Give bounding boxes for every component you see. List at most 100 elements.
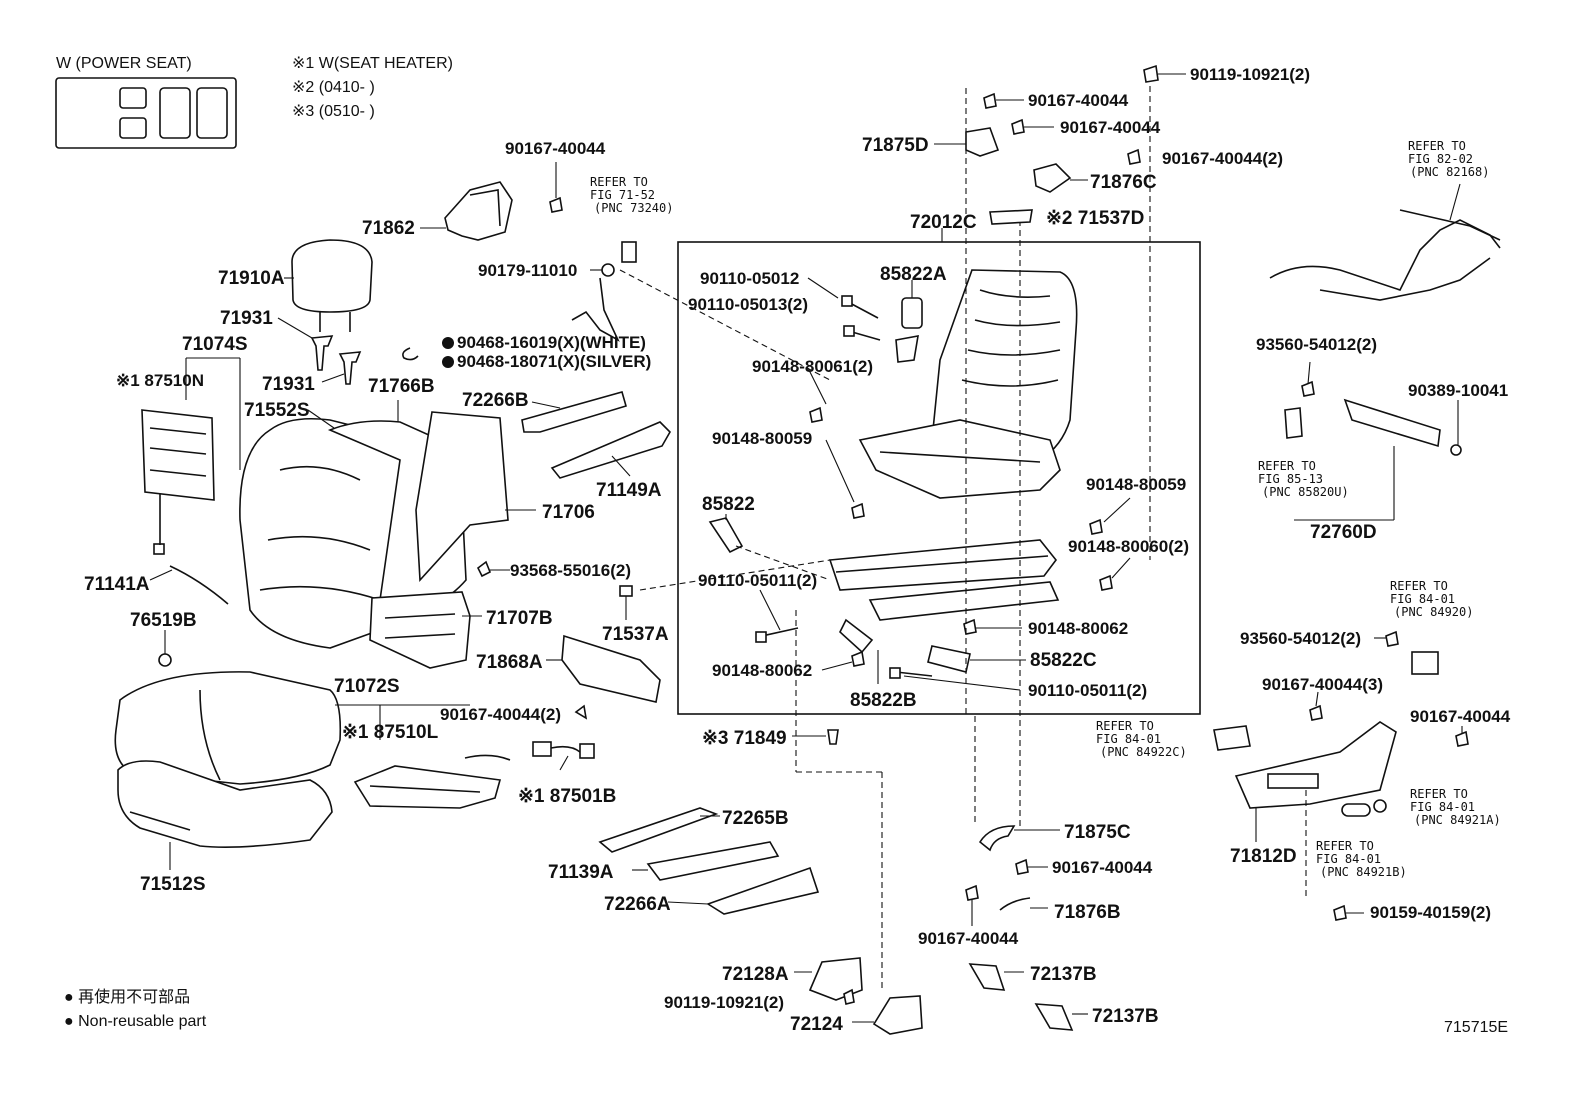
screw-90159-shape xyxy=(1333,904,1347,921)
bolt-90110-05012-shape xyxy=(841,295,879,319)
label-72760D: 72760D xyxy=(1310,522,1377,543)
switch-84920-shape xyxy=(1411,651,1439,675)
module-72760D-shape xyxy=(1284,398,1441,448)
bolt-90148-80062-a-shape xyxy=(963,618,977,635)
bracket-71149A-shape xyxy=(550,421,671,479)
label-71072S: 71072S xyxy=(334,676,400,697)
bolt-90148-80062-b-shape xyxy=(851,650,865,667)
screw-93568-shape xyxy=(476,560,492,578)
svg-text:(PNC 82168): (PNC 82168) xyxy=(1410,165,1489,179)
headrest-71910A-shape xyxy=(291,239,373,332)
label-71707B: 71707B xyxy=(486,608,553,629)
label-72265B: 72265B xyxy=(722,808,789,829)
pad-71537A-shape xyxy=(619,585,633,597)
knob-84921A-shape xyxy=(1341,799,1387,817)
connector-87501B-shape xyxy=(532,741,595,759)
svg-text:FIG 85-13: FIG 85-13 xyxy=(1258,472,1323,486)
label-71149A: 71149A xyxy=(596,480,662,501)
label-72137B-a: 72137B xyxy=(1030,964,1097,985)
label-90167-40044-a: 90167-40044 xyxy=(505,139,606,158)
label-72137B-b: 72137B xyxy=(1092,1006,1159,1027)
label-90159-40159: 90159-40159(2) xyxy=(1370,903,1491,922)
fastener-upper-shape xyxy=(621,241,637,263)
cover-71876B-shape xyxy=(999,897,1031,911)
screw-90167-e-shape xyxy=(1015,858,1029,875)
figure-id: 715715E xyxy=(1444,1019,1508,1036)
svg-text:(PNC 84921B): (PNC 84921B) xyxy=(1320,865,1407,879)
motor-85822-shape xyxy=(708,517,744,554)
label-90167-40044-b: 90167-40044 xyxy=(1028,91,1129,110)
svg-text:REFER TO: REFER TO xyxy=(1316,839,1374,853)
variant-note-1: ※1 W(SEAT HEATER) xyxy=(292,55,453,72)
svg-text:REFER TO: REFER TO xyxy=(1258,459,1316,473)
svg-text:FIG 84-01: FIG 84-01 xyxy=(1410,800,1475,814)
label-90167-40044-f: 90167-40044 xyxy=(918,929,1019,948)
bolt-90148-80061-shape xyxy=(809,406,823,423)
label-71868A: 71868A xyxy=(476,652,543,673)
pad-71707B-shape xyxy=(369,591,471,669)
refer-fig-82-02: REFER TO FIG 82-02 (PNC 82168) xyxy=(1408,139,1489,179)
wire-71141A-shape xyxy=(169,565,229,605)
cover-71876C-shape xyxy=(1033,163,1072,193)
label-71875D: 71875D xyxy=(862,135,929,156)
label-71141A: 71141A xyxy=(84,574,150,595)
label-90167-40044-2: 90167-40044(2) xyxy=(440,705,561,724)
label-90110-05011-a: 90110-05011(2) xyxy=(698,571,817,590)
screw-90167-2-shape xyxy=(574,704,588,720)
motor-85822A-shape xyxy=(895,297,923,363)
cord-90179-shape xyxy=(571,277,620,342)
label-72128A: 72128A xyxy=(722,964,789,985)
svg-text:(PNC 84920): (PNC 84920) xyxy=(1394,605,1473,619)
label-85822C: 85822C xyxy=(1030,650,1097,671)
label-90110-05013: 90110-05013(2) xyxy=(688,295,808,314)
label-71876B: 71876B xyxy=(1054,902,1121,923)
label-90468-18071: ● 90468-18071(X)(SILVER) xyxy=(442,352,651,371)
variant-note-2: ※2 (0410- ) xyxy=(292,79,375,96)
back-board-71706-shape xyxy=(415,411,509,582)
variant-note-3: ※3 (0510- ) xyxy=(292,103,375,120)
label-76519B: 76519B xyxy=(130,610,197,631)
label-72012C: 72012C xyxy=(910,212,977,233)
screw-90167-h-shape xyxy=(1455,730,1469,747)
svg-text:(PNC 73240): (PNC 73240) xyxy=(594,201,673,215)
label-90119-10921-2: 90119-10921(2) xyxy=(664,993,784,1012)
heater-pad-87510L-shape xyxy=(353,754,511,809)
screw-90167-c-shape xyxy=(1011,118,1025,135)
label-71512S: 71512S xyxy=(140,874,206,895)
side-cover-71812D-shape xyxy=(1234,721,1397,809)
label-72266B: 72266B xyxy=(462,390,529,411)
headrest-support-71931-shapes xyxy=(310,335,362,385)
bolt-90148-80059-b-shape xyxy=(1089,518,1103,535)
bolt-90119-top-shape xyxy=(1143,64,1159,83)
label-71910A: 71910A xyxy=(218,268,285,289)
clip-76519B-shape xyxy=(158,653,172,667)
trim-72266B-shape xyxy=(521,391,627,433)
cover-72124-shape xyxy=(872,995,923,1035)
label-71074S: 71074S xyxy=(182,334,248,355)
refer-fig-85-13: REFER TO FIG 85-13 (PNC 85820U) xyxy=(1258,459,1349,499)
label-87501B: ※1 87501B xyxy=(518,786,616,807)
label-93560-54012-a: 93560-54012(2) xyxy=(1256,335,1377,354)
svg-text:REFER TO: REFER TO xyxy=(1096,719,1154,733)
label-71849: ※3 71849 xyxy=(702,728,787,749)
switch-84922C-shape xyxy=(1213,725,1251,751)
label-90110-05011-b: 90110-05011(2) xyxy=(1028,681,1147,700)
svg-text:REFER TO: REFER TO xyxy=(590,175,648,189)
label-90148-80061: 90148-80061(2) xyxy=(752,357,873,376)
svg-text:FIG 84-01: FIG 84-01 xyxy=(1316,852,1381,866)
label-71931-b: 71931 xyxy=(262,374,315,395)
trim-72265B-shape xyxy=(598,807,719,853)
label-93560-54012-b: 93560-54012(2) xyxy=(1240,629,1361,648)
label-90389-10041: 90389-10041 xyxy=(1408,381,1508,400)
refer-fig-84-01-84922C: REFER TO FIG 84-01 (PNC 84922C) xyxy=(1096,719,1187,759)
svg-text:(PNC 84921A): (PNC 84921A) xyxy=(1414,813,1501,827)
screw-93560-a-shape xyxy=(1301,380,1315,397)
power-seat-label: W (POWER SEAT) xyxy=(56,55,192,72)
screw-90167-f-shape xyxy=(965,884,979,901)
screw-90167-a-shape xyxy=(549,196,563,213)
bolt-90148-80059-a-shape xyxy=(851,502,865,519)
headrest-cover-71862-shape xyxy=(444,181,513,241)
bolt-90148-80060-shape xyxy=(1099,574,1113,591)
